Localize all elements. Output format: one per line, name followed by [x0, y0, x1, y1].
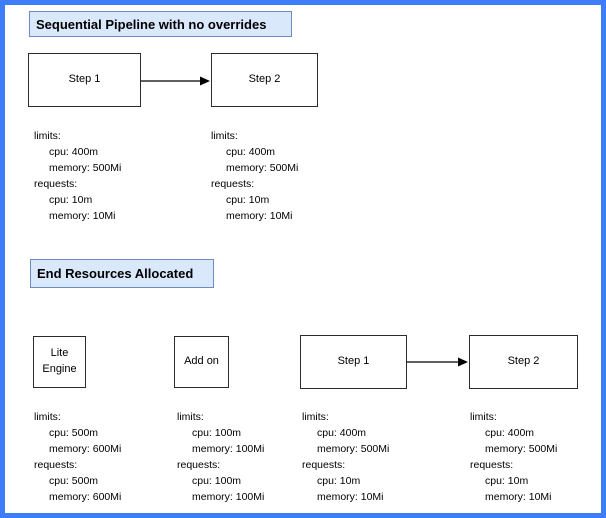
resource-line: requests:: [177, 459, 221, 471]
resource-line: memory: 10Mi: [317, 491, 384, 503]
node-step2-top: Step 2: [211, 53, 318, 107]
node-step1-bottom-label: Step 1: [337, 355, 370, 368]
resource-line: cpu: 400m: [317, 427, 367, 439]
resource-line: cpu: 400m: [226, 146, 276, 158]
resource-line: cpu: 10m: [485, 475, 529, 487]
resource-line: limits:: [34, 411, 61, 423]
node-step1-top-label: Step 1: [68, 73, 101, 86]
resource-line: requests:: [302, 459, 346, 471]
section1-title-label: Sequential Pipeline with no overrides: [36, 16, 267, 32]
node-step2-bottom-label: Step 2: [507, 355, 540, 368]
section2-title: End Resources Allocated: [30, 259, 214, 288]
resource-line: memory: 500Mi: [485, 443, 558, 455]
section2-title-label: End Resources Allocated: [37, 266, 194, 281]
resource-line: requests:: [470, 459, 514, 471]
resource-line: requests:: [34, 459, 78, 471]
resource-line: memory: 500Mi: [49, 162, 122, 174]
resource-line: requests:: [211, 178, 255, 190]
node-add-on-label: Add on: [184, 355, 219, 368]
resource-line: memory: 10Mi: [485, 491, 552, 503]
resource-line: requests:: [34, 178, 78, 190]
resource-line: memory: 500Mi: [226, 162, 299, 174]
resource-line: limits:: [211, 130, 238, 142]
resource-line: limits:: [470, 411, 497, 423]
resource-line: cpu: 500m: [49, 427, 99, 439]
resource-line: memory: 10Mi: [226, 210, 293, 222]
node-lite-engine-label: Lite Engine: [42, 347, 77, 375]
resource-line: limits:: [177, 411, 204, 423]
resources-lite-engine: limits: cpu: 500m memory: 600Mi requests…: [34, 409, 121, 505]
node-lite-engine: Lite Engine: [33, 336, 86, 388]
resource-line: memory: 10Mi: [49, 210, 116, 222]
resource-line: memory: 500Mi: [317, 443, 390, 455]
resource-line: memory: 600Mi: [49, 443, 122, 455]
resource-line: cpu: 100m: [192, 427, 242, 439]
resource-line: cpu: 100m: [192, 475, 242, 487]
node-step2-bottom: Step 2: [469, 335, 578, 389]
resource-line: cpu: 400m: [49, 146, 99, 158]
resources-step2-top: limits: cpu: 400m memory: 500Mi requests…: [211, 128, 298, 224]
resource-line: limits:: [302, 411, 329, 423]
resource-line: memory: 600Mi: [49, 491, 122, 503]
resource-line: memory: 100Mi: [192, 491, 265, 503]
arrow-step1-to-step2-bottom: [407, 357, 468, 367]
resource-line: cpu: 10m: [317, 475, 361, 487]
resource-line: cpu: 500m: [49, 475, 99, 487]
resources-step1-top: limits: cpu: 400m memory: 500Mi requests…: [34, 128, 121, 224]
node-step1-bottom: Step 1: [300, 335, 407, 389]
resource-line: cpu: 10m: [226, 194, 270, 206]
resources-add-on: limits: cpu: 100m memory: 100Mi requests…: [177, 409, 264, 505]
resource-line: cpu: 10m: [49, 194, 93, 206]
node-step1-top: Step 1: [28, 53, 141, 107]
resource-line: limits:: [34, 130, 61, 142]
node-add-on: Add on: [174, 336, 229, 388]
resources-step1-bottom: limits: cpu: 400m memory: 500Mi requests…: [302, 409, 389, 505]
resource-line: cpu: 400m: [485, 427, 535, 439]
node-step2-top-label: Step 2: [248, 73, 281, 86]
section1-title: Sequential Pipeline with no overrides: [29, 11, 292, 37]
arrow-step1-to-step2-top: [141, 76, 210, 86]
resource-line: memory: 100Mi: [192, 443, 265, 455]
resources-step2-bottom: limits: cpu: 400m memory: 500Mi requests…: [470, 409, 557, 505]
